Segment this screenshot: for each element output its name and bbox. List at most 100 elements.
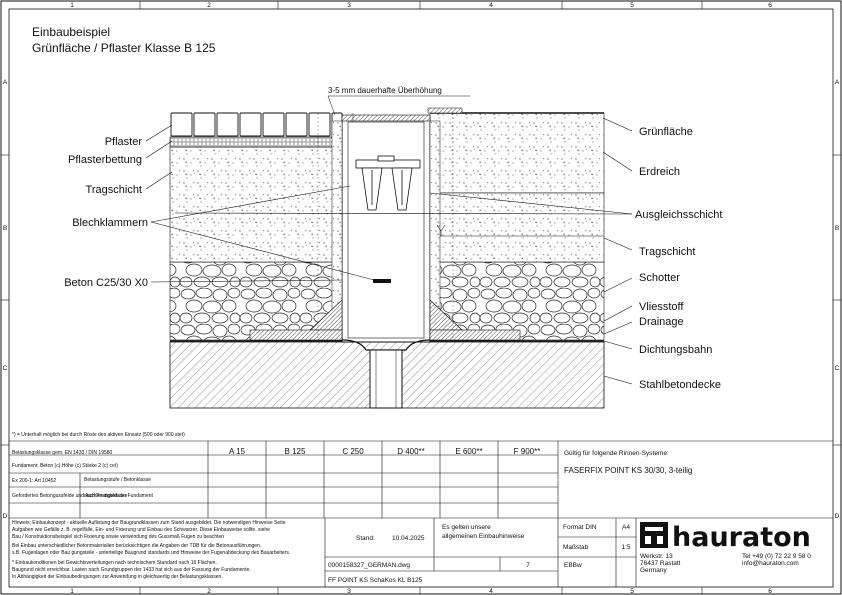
company-phone: Tel +49 (0) 72 22 9 58 0 (742, 553, 811, 560)
grid-col-2-bottom: 2 (207, 588, 211, 595)
note-line-8: In Abhängigkeit der Einbaubedingungen zu… (12, 574, 223, 580)
drawing-name: FF POINT KS SchaKos KL B125 (328, 577, 423, 584)
scale-value: 1:5 (621, 544, 630, 551)
title-block-lines (9, 440, 833, 587)
product-name: FASERFIX POINT KS 30/30, 3-teilig (564, 466, 692, 475)
annotation-ueberhoehung: 3-5 mm dauerhafte Überhöhung (328, 86, 442, 95)
company-country: Germany (640, 567, 667, 574)
grid-col-6-top: 6 (768, 2, 772, 9)
cross-section (169, 95, 605, 409)
company-city: 76437 Rastatt (640, 560, 681, 567)
note-line-7: Baugrund nicht erreichbar. Lasten nach G… (12, 567, 251, 573)
grid-row-b-left: B (3, 225, 7, 232)
table-row-belastung: Belastungsstufe / Betonklasse (84, 477, 151, 483)
note-line-5: s.B. Fugenlagen oder Bau gungsteile - un… (12, 550, 290, 556)
pflaster-blocks (170, 112, 343, 137)
class-d400: D 400** (397, 447, 425, 456)
note-line-3: Bau / Konstruktionsbeispiel sich Fixieru… (12, 534, 224, 540)
drain-shaft (341, 116, 431, 343)
format-value: A4 (622, 524, 630, 531)
drainage-mat-left (249, 329, 343, 341)
beton-surround-right (429, 120, 441, 322)
label-schotter: Schotter (639, 272, 680, 284)
drain-shaft-inner (347, 121, 425, 339)
company-brand: hauraton (672, 522, 811, 553)
grid-col-3-top: 3 (347, 2, 351, 9)
grid-col-3-bottom: 3 (347, 588, 351, 595)
label-dichtungsbahn: Dichtungsbahn (639, 344, 712, 356)
hauraton-logo-icon (640, 522, 668, 548)
drawing-title: Einbaubeispiel (32, 25, 110, 39)
erdreich-layer (429, 112, 605, 194)
table-row-festigkeit: nach Festigkeit der Fundament (84, 493, 154, 499)
grid-col-1-top: 1 (70, 2, 74, 9)
company-email: info@hauraton.com (742, 560, 799, 567)
drawing-subtitle: Grünfläche / Pflaster Klasse B 125 (32, 41, 216, 55)
table-row-ex: Ex 200-1: Art 10452 (12, 478, 56, 484)
grid-col-4-top: 4 (489, 2, 493, 9)
class-e600: E 600** (455, 447, 482, 456)
outlet-pipe (369, 349, 403, 409)
grid-row-a-right: A (835, 79, 840, 86)
label-drainage: Drainage (639, 316, 684, 328)
stand-label: Stand: (356, 535, 375, 542)
page-number: 7 (526, 562, 530, 569)
dimension-y-mark (436, 224, 446, 236)
grid-row-a-left: A (3, 79, 8, 86)
class-b125: B 125 (285, 447, 306, 456)
grid-col-4-bottom: 4 (489, 588, 493, 595)
grid-col-5-top: 5 (630, 2, 634, 9)
general-notes-line1: Es gelten unsere (442, 524, 491, 531)
note-line-4: Bei Einbau unterschiedlicher Betonmateri… (12, 543, 261, 549)
stand-date: 10.04.2025 (392, 535, 425, 542)
grid-col-2-top: 2 (207, 2, 211, 9)
drainage-mat-right (429, 329, 521, 341)
company-street: Werkstr. 13 (640, 553, 673, 560)
table-row-fundament: Fundament: Beton (c) Höhe (c) Stärke 2 (… (12, 463, 118, 469)
format-label: Format DIN (563, 524, 597, 531)
label-gruenflaeche: Grünfläche (639, 126, 693, 138)
valid-for-label: Gültig für folgende Rinnen-Systeme: (564, 450, 669, 457)
label-erdreich: Erdreich (639, 166, 680, 178)
ausgleichsschicht-layer (429, 192, 605, 263)
label-vliesstoff: Vliesstoff (639, 301, 684, 313)
classes-label: Belastungsklasse gem. EN 1433 / DIN 1958… (12, 450, 113, 456)
class-c250: C 250 (342, 447, 364, 456)
grid-col-5-bottom: 5 (630, 588, 634, 595)
grating-top (427, 107, 463, 114)
label-blechklammern: Blechklammern (72, 217, 148, 229)
class-f900: F 900** (514, 447, 541, 456)
general-notes-line2: allgemeinen Einbauhinweise (442, 533, 525, 540)
grid-col-6-bottom: 6 (768, 588, 772, 595)
scale-label: Maßstab (563, 544, 589, 551)
class-a15: A 15 (229, 447, 246, 456)
blechklammer (373, 279, 391, 283)
footnote: *) = Unterhalt möglich bei durch Röste d… (12, 432, 185, 438)
label-pflaster: Pflaster (105, 136, 143, 148)
beton-surround-left (331, 120, 343, 322)
grid-row-c-right: C (835, 365, 840, 372)
label-tragschicht-right: Tragschicht (639, 246, 695, 258)
grid-row-d-right: D (835, 513, 840, 520)
label-pflasterbettung: Pflasterbettung (68, 154, 142, 166)
file-name: 0000158327_GERMAN.dwg (328, 562, 410, 569)
drain-insert (355, 155, 421, 211)
grid-row-b-right: B (835, 225, 839, 232)
label-stahlbetondecke: Stahlbetondecke (639, 379, 721, 391)
tragschicht-left (169, 146, 343, 263)
note-line-6: * Einbaukonditionen bei Gewichtsverteilu… (12, 560, 217, 566)
note-line-2: Aufgaben wie Gefälle z. B. regelfälle, E… (12, 527, 270, 533)
label-ausgleichsschicht: Ausgleichsschicht (635, 209, 722, 221)
label-tragschicht-left: Tragschicht (86, 184, 142, 196)
grid-col-1-bottom: 1 (70, 588, 74, 595)
grid-row-c-left: C (3, 365, 8, 372)
label-beton: Beton C25/30 X0 (64, 277, 148, 289)
inner-frame (8, 8, 834, 588)
note-line-1: Hinweis: Einbaukonzept - aktuelle Auflis… (12, 520, 286, 526)
drain-top-frame (341, 114, 431, 122)
table-row-gefordert: Gefordertes Betongussfelde und Ausführun… (12, 493, 128, 499)
leader-lines (145, 117, 633, 385)
